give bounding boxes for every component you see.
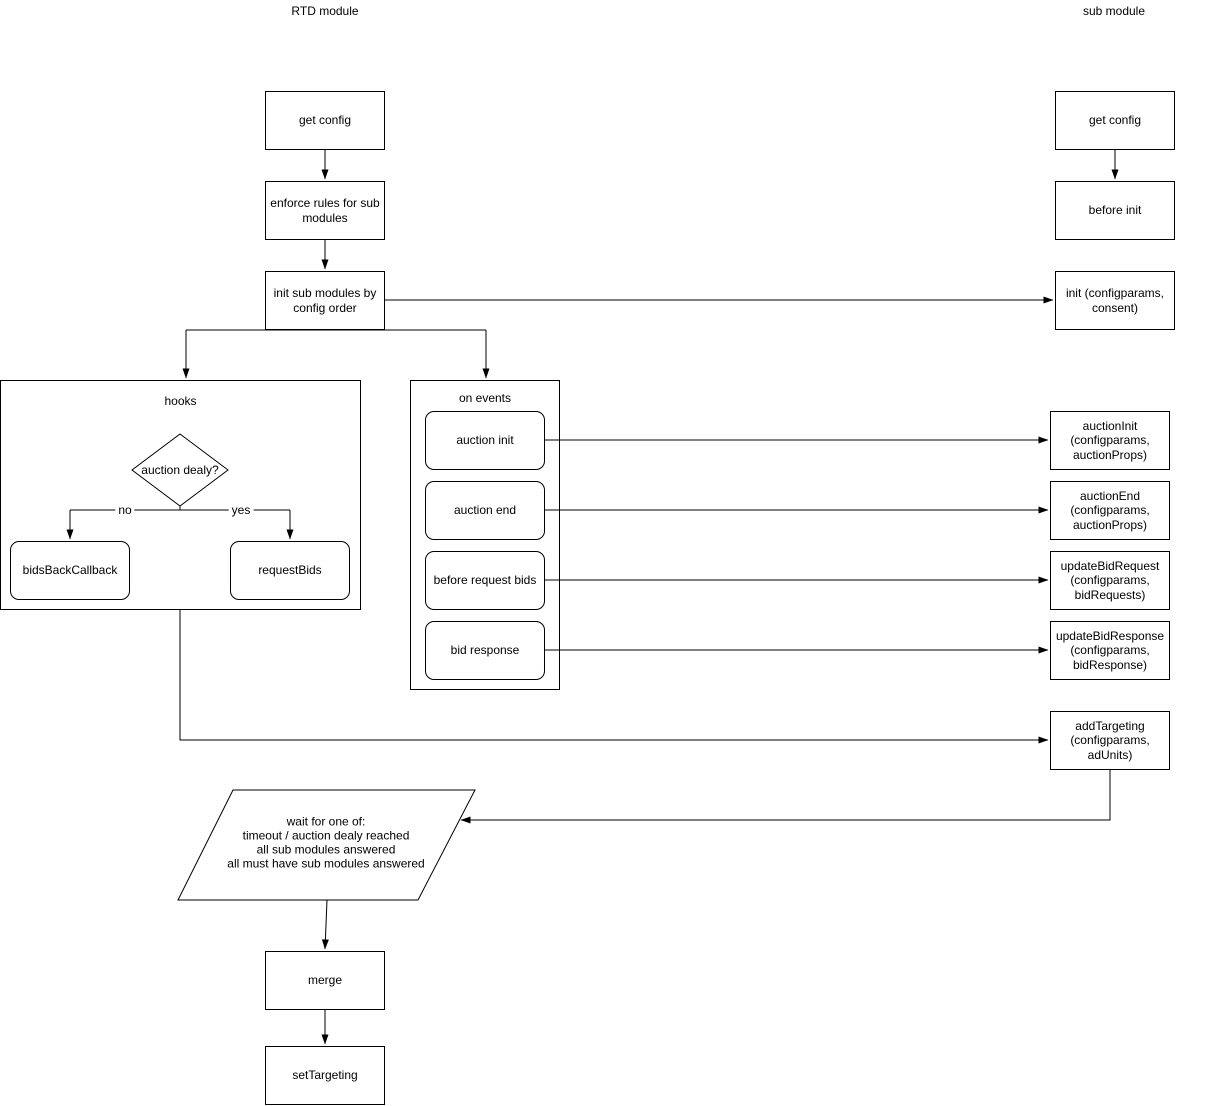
node-before-init: before init: [1055, 181, 1175, 240]
node-set-targeting: setTargeting: [265, 1046, 385, 1105]
lane-label-sub-module: sub module: [1082, 4, 1146, 18]
node-add-targeting: addTargeting (configparams, adUnits): [1050, 711, 1170, 770]
node-init-sub-modules: init sub modules by config order: [265, 271, 385, 330]
decision-label: auction dealy?: [141, 462, 219, 477]
node-bids-back-callback: bidsBackCallback: [10, 541, 130, 600]
node-merge: merge: [265, 951, 385, 1010]
edge-label-no: no: [115, 504, 135, 516]
node-update-bid-response: updateBidResponse (configparams, bidResp…: [1050, 621, 1170, 680]
edge-label-yes: yes: [228, 504, 254, 516]
wait-label: wait for one of: timeout / auction dealy…: [227, 814, 425, 872]
node-auction-init-handler: auctionInit (configparams, auctionProps): [1050, 411, 1170, 470]
on-events-container-title: on events: [458, 391, 512, 405]
node-request-bids: requestBids: [230, 541, 350, 600]
node-update-bid-request: updateBidRequest (configparams, bidReque…: [1050, 551, 1170, 610]
node-auction-end-handler: auctionEnd (configparams, auctionProps): [1050, 481, 1170, 540]
hooks-container-title: hooks: [164, 394, 197, 408]
node-event-bid-response: bid response: [425, 621, 545, 680]
node-sub-get-config: get config: [1055, 91, 1175, 150]
node-init: init (configparams, consent): [1055, 271, 1175, 330]
node-event-auction-init: auction init: [425, 411, 545, 470]
node-enforce-rules: enforce rules for sub modules: [265, 181, 385, 240]
node-event-auction-end: auction end: [425, 481, 545, 540]
node-event-before-request-bids: before request bids: [425, 551, 545, 610]
node-rtd-get-config: get config: [265, 91, 385, 150]
lane-label-rtd-module: RTD module: [291, 4, 359, 18]
